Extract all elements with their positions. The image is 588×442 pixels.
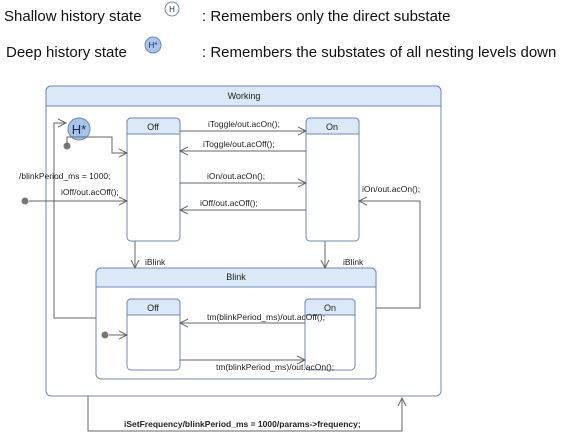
label-init-action-1: /blinkPeriod_ms = 1000; <box>19 171 110 181</box>
state-blink-off-title: Off <box>147 303 159 313</box>
shallow-history-label: Shallow history state <box>4 8 142 25</box>
label-toggle-on: iToggle/out.acOn(); <box>208 119 280 129</box>
deep-history-desc: : Remembers the substates of all nesting… <box>202 44 556 61</box>
label-ion: iOn/out.acOn(); <box>207 171 265 181</box>
transition-set-frequency <box>87 396 402 432</box>
label-tm-on: tm(blinkPeriod_ms)/out.acOn(); <box>216 362 334 372</box>
transition-blink-to-history <box>53 123 96 319</box>
deep-history-state: H* <box>67 117 91 141</box>
label-init-action-2: iOff/out.acOff(); <box>61 187 119 197</box>
deep-history-icon: H* <box>144 36 162 54</box>
state-blink-on: On <box>304 298 356 371</box>
label-ioff: iOff/out.acOff(); <box>200 198 258 208</box>
legend: Shallow history state H : Remembers only… <box>4 1 556 61</box>
label-iblink-1: iBlink <box>145 257 166 267</box>
deep-history-icon-label: H* <box>149 41 158 50</box>
deep-history-label: Deep history state <box>6 44 127 61</box>
initial-dot-outer <box>21 197 29 205</box>
label-tm-off: tm(blinkPeriod_ms)/out.acOff(); <box>207 312 325 322</box>
label-ion-external: iOn/out.acOn(); <box>362 184 420 194</box>
transition-history-default <box>66 136 127 153</box>
initial-dot-blink <box>101 331 109 339</box>
state-blink-on-title: On <box>324 303 336 313</box>
label-set-frequency: iSetFrequency/blinkPeriod_ms = 1000/para… <box>124 419 361 429</box>
state-blink-off: Off <box>126 298 181 371</box>
state-on-title: On <box>326 122 338 132</box>
state-off: Off <box>126 117 181 242</box>
shallow-history-icon-label: H <box>169 5 175 14</box>
shallow-history-icon: H <box>164 1 180 17</box>
label-toggle-off: iToggle/out.acOff(); <box>203 139 275 149</box>
state-on: On <box>305 117 360 242</box>
label-iblink-2: iBlink <box>343 257 364 267</box>
deep-history-state-label: H* <box>72 122 86 137</box>
shallow-history-desc: : Remembers only the direct substate <box>202 8 450 25</box>
state-blink-title: Blink <box>226 272 246 282</box>
transitions: iToggle/out.acOn(); iToggle/out.acOff();… <box>19 119 421 432</box>
transition-ion-external <box>359 201 421 309</box>
state-working-title: Working <box>228 91 261 101</box>
state-off-title: Off <box>147 122 159 132</box>
